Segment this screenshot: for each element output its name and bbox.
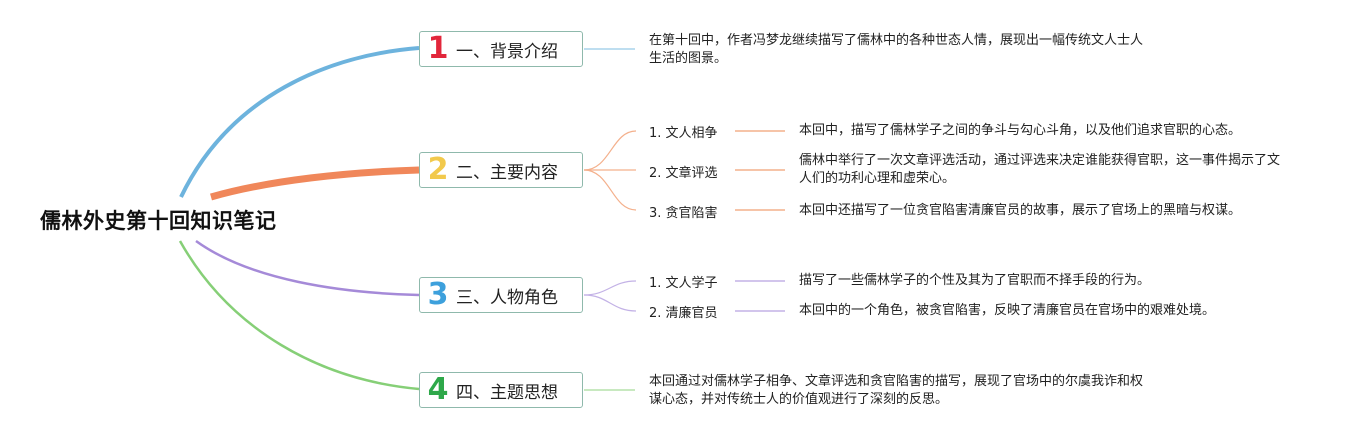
number-two-icon: 2 bbox=[427, 152, 449, 187]
subtopic-scholars[interactable]: 1. 文人学子 bbox=[649, 276, 718, 291]
subtopic-essay-selection[interactable]: 2. 文章评选 bbox=[649, 166, 718, 181]
number-one-icon: 1 bbox=[427, 31, 449, 66]
subtopic-honest-official-text: 本回中的一个角色，被贪官陷害，反映了清廉官员在官场中的艰难处境。 bbox=[799, 303, 1216, 318]
link-root-branch4 bbox=[178, 240, 420, 391]
branch-theme-text: 本回通过对儒林学子相争、文章评选和贪官陷害的描写，展现了官场中的尔虞我诈和权谋心… bbox=[649, 374, 1144, 407]
link-root-branch2 bbox=[210, 166, 420, 201]
link-root-branch3 bbox=[195, 239, 420, 297]
root-topic[interactable]: 儒林外史第十回知识笔记 bbox=[40, 209, 277, 233]
branch-label: 二、主要内容 bbox=[456, 162, 558, 183]
link-branch2-item3 bbox=[583, 169, 637, 211]
link-branch2-item1 bbox=[583, 130, 637, 171]
branch-characters[interactable]: 3 三、人物角色 bbox=[419, 277, 583, 313]
branch-label: 三、人物角色 bbox=[456, 287, 558, 308]
branch-background-text: 在第十回中，作者冯梦龙继续描写了儒林中的各种世态人情，展现出一幅传统文人士人生活… bbox=[649, 33, 1144, 66]
branch-theme[interactable]: 4 四、主题思想 bbox=[419, 372, 583, 408]
branch-background[interactable]: 1 一、背景介绍 bbox=[419, 31, 583, 67]
subtopic-scholars-text: 描写了一些儒林学子的个性及其为了官职而不择手段的行为。 bbox=[799, 273, 1151, 288]
subtopic-corrupt-official-text: 本回中还描写了一位贪官陷害清廉官员的故事，展示了官场上的黑暗与权谋。 bbox=[799, 203, 1242, 218]
subtopic-corrupt-official[interactable]: 3. 贪官陷害 bbox=[649, 206, 718, 221]
subtopic-scholar-rivalry[interactable]: 1. 文人相争 bbox=[649, 126, 718, 141]
branch-label: 一、背景介绍 bbox=[456, 41, 558, 62]
number-four-icon: 4 bbox=[427, 372, 449, 407]
subtopic-scholar-rivalry-text: 本回中，描写了儒林学子之间的争斗与勾心斗角，以及他们追求官职的心态。 bbox=[799, 123, 1242, 138]
link-branch3-item1 bbox=[583, 280, 637, 296]
number-three-icon: 3 bbox=[427, 277, 449, 312]
link-root-branch1 bbox=[179, 46, 420, 198]
subtopic-honest-official[interactable]: 2. 清廉官员 bbox=[649, 306, 718, 321]
link-branch3-item2 bbox=[583, 294, 637, 312]
branch-main-content[interactable]: 2 二、主要内容 bbox=[419, 152, 583, 188]
subtopic-essay-selection-text: 儒林中举行了一次文章评选活动，通过评选来决定谁能获得官职，这一事件揭示了文人们的… bbox=[799, 153, 1281, 186]
branch-label: 四、主题思想 bbox=[456, 382, 558, 403]
